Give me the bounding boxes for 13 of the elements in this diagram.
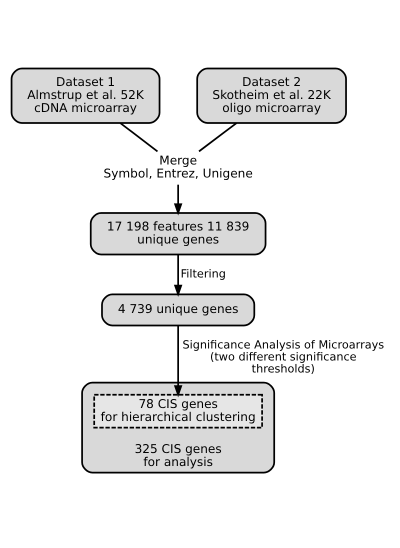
edge-label: Significance Analysis of Microarrays (two different significance thresholds) bbox=[182, 338, 384, 376]
connector bbox=[198, 122, 238, 152]
node-box: 78 CIS genes for hierarchical clustering bbox=[93, 394, 263, 428]
arrow bbox=[174, 326, 182, 398]
node-box: 17 198 features 11 839 unique genes bbox=[90, 212, 266, 256]
edge-label: Filtering bbox=[180, 267, 226, 280]
node-box: Dataset 1 Almstrup et al. 52K cDNA microarray bbox=[10, 68, 160, 124]
node-box: Dataset 2 Skotheim et al. 22K oligo microarray bbox=[196, 68, 347, 124]
arrow bbox=[174, 254, 182, 297]
connector bbox=[120, 122, 158, 152]
node-box: 4 739 unique genes bbox=[101, 293, 256, 326]
arrow bbox=[174, 184, 182, 216]
node-text: Merge Symbol, Entrez, Unigene bbox=[104, 154, 253, 181]
